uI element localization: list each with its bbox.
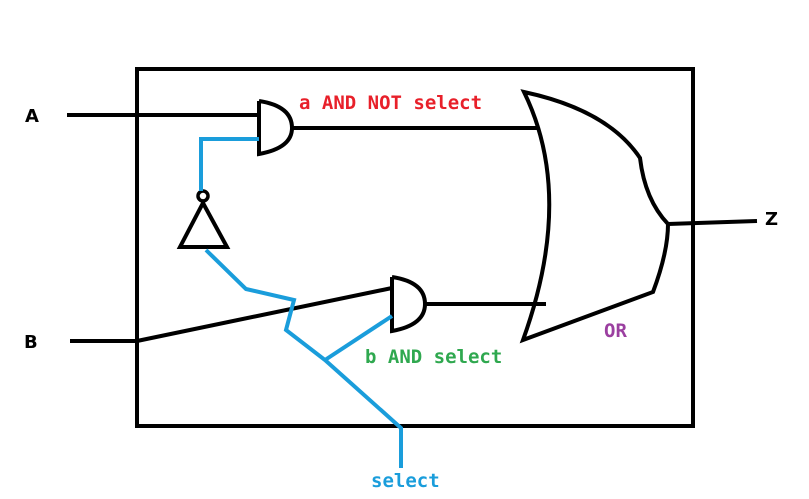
or-label: OR xyxy=(604,320,627,342)
input-a-label: A xyxy=(25,106,39,127)
not-gate xyxy=(176,198,231,249)
wire-z xyxy=(667,219,758,226)
and-bottom-label: b AND select xyxy=(365,346,503,368)
or-gate xyxy=(519,89,671,344)
wire-select-to-and-bottom xyxy=(323,314,394,362)
not-gate-bubble xyxy=(196,189,210,203)
wire-b-inside xyxy=(136,286,393,343)
output-z-label: Z xyxy=(765,209,779,230)
and-top-label: a AND NOT select xyxy=(299,92,483,114)
input-b-label: B xyxy=(24,332,38,353)
wire-not-to-and-top xyxy=(199,137,259,191)
circuit-box xyxy=(135,67,695,428)
and-gate-top xyxy=(257,99,295,157)
and-gate-bottom xyxy=(390,275,428,334)
wire-select xyxy=(204,248,403,468)
select-input-label: select xyxy=(371,470,440,492)
